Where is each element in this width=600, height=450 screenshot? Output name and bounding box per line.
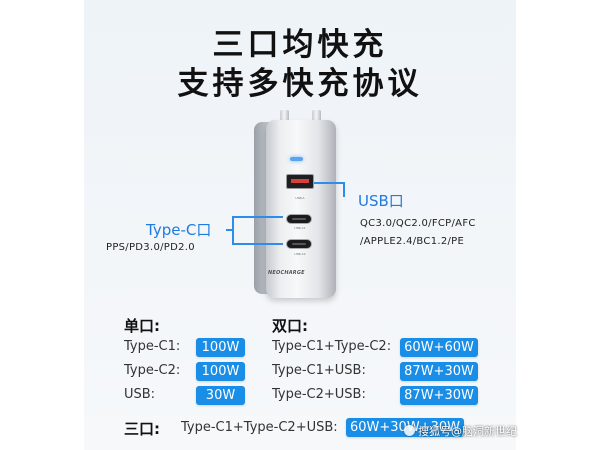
- single-port-value-badge: 100W: [196, 338, 245, 357]
- watermark: 搜狐号@脑洞新世纪: [404, 423, 517, 439]
- single-port-row-label: USB:: [124, 387, 156, 402]
- dual-port-row-label: Type-C1+Type-C2:: [272, 339, 392, 354]
- dual-port-value-badge: 87W+30W: [400, 362, 478, 381]
- triple-port-title: 三口:: [124, 420, 160, 438]
- type-c-callout-title: Type-C口: [146, 221, 212, 239]
- type-c-protocols: PPS/PD3.0/PD2.0: [106, 242, 195, 253]
- usb-c2-port-label: USB-C2: [294, 252, 306, 256]
- single-port-row-label: Type-C2:: [124, 363, 181, 378]
- usb-connector-line: [343, 182, 345, 197]
- usb-connector-line: [314, 182, 344, 184]
- dual-port-title: 双口:: [272, 317, 308, 335]
- single-port-row-label: Type-C1:: [124, 339, 181, 354]
- usb-protocols-line-1: QC3.0/QC2.0/FCP/AFC: [360, 218, 476, 229]
- single-port-value-badge: 30W: [196, 386, 245, 405]
- charger-body: [266, 120, 336, 298]
- usb-c1-port-label: USB-C1: [294, 226, 306, 230]
- type-c-connector-line: [232, 216, 234, 245]
- watermark-icon: [404, 425, 415, 436]
- brand-logo: NEOCHARGE: [268, 270, 305, 276]
- headline-line-1: 三口均快充: [212, 27, 388, 63]
- single-port-title: 单口:: [124, 317, 160, 335]
- usb-a-port-label: USB-A: [295, 196, 305, 200]
- usb-callout-title: USB口: [358, 192, 404, 210]
- dual-port-value-badge: 87W+30W: [400, 386, 478, 405]
- usb-c1-port: [286, 214, 312, 224]
- type-c-connector-line: [226, 229, 233, 231]
- dual-port-value-badge: 60W+60W: [400, 338, 478, 357]
- single-port-value-badge: 100W: [196, 362, 245, 381]
- usb-a-port: [286, 174, 314, 189]
- usb-protocols-line-2: /APPLE2.4/BC1.2/PE: [360, 236, 465, 247]
- watermark-text: 搜狐号@脑洞新世纪: [418, 425, 517, 438]
- status-led: [290, 157, 303, 161]
- triple-port-row-label: Type-C1+Type-C2+USB:: [181, 420, 338, 435]
- dual-port-row-label: Type-C2+USB:: [272, 387, 366, 402]
- dual-port-row-label: Type-C1+USB:: [272, 363, 366, 378]
- type-c-connector-line: [233, 243, 283, 245]
- headline-line-2: 支持多快充协议: [177, 66, 423, 102]
- type-c-connector-line: [233, 216, 283, 218]
- usb-c2-port: [286, 239, 312, 249]
